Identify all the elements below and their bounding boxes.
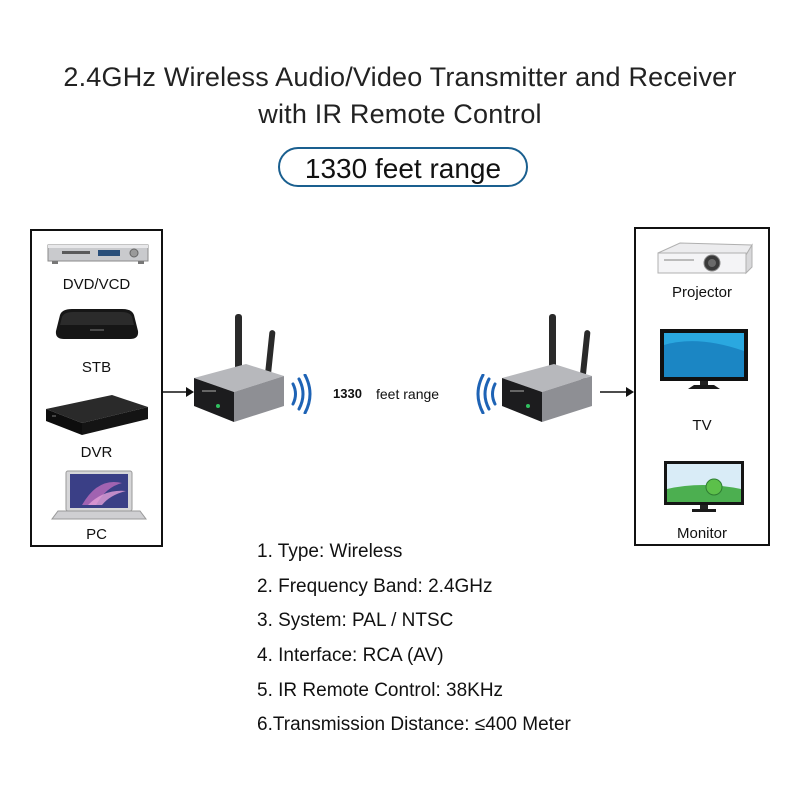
- spec-item: 4. Interface: RCA (AV): [257, 645, 444, 666]
- spec-item: 6.Transmission Distance: ≤400 Meter: [257, 714, 571, 735]
- title-line-1: 2.4GHz Wireless Audio/Video Transmitter …: [63, 62, 737, 92]
- spec-item: 2. Frequency Band: 2.4GHz: [257, 576, 493, 597]
- receiver-device: [502, 314, 592, 422]
- receiver-signal-waves: [476, 374, 497, 414]
- dvd-player-icon: [47, 244, 149, 264]
- transmitter-device: [194, 314, 284, 422]
- source-label-dvd: DVD/VCD: [62, 276, 131, 293]
- dvr-icon: [46, 395, 148, 435]
- output-arrow: [600, 387, 634, 397]
- laptop-icon: [51, 470, 147, 520]
- projector-icon: [657, 242, 753, 275]
- set-top-box-icon: [55, 309, 139, 339]
- range-value: 1330: [333, 386, 362, 401]
- transmitter-signal-waves: [291, 374, 312, 414]
- source-devices-panel: DVD/VCD STB DVR PC: [30, 229, 163, 547]
- input-arrow: [162, 387, 194, 397]
- spec-item: 1. Type: Wireless: [257, 541, 403, 562]
- display-devices-panel: Projector TV Monitor: [634, 227, 770, 546]
- display-label-monitor: Monitor: [676, 525, 728, 542]
- display-label-projector: Projector: [671, 284, 733, 301]
- range-pill: 1330 feet range: [278, 147, 528, 187]
- source-label-dvr: DVR: [80, 444, 113, 461]
- tv-icon: [660, 329, 748, 389]
- title-line-2: with IR Remote Control: [258, 99, 542, 129]
- source-label-pc: PC: [86, 526, 107, 543]
- spec-item: 3. System: PAL / NTSC: [257, 610, 454, 631]
- spec-item: 5. IR Remote Control: 38KHz: [257, 680, 504, 701]
- monitor-icon: [664, 461, 744, 512]
- display-label-tv: TV: [692, 417, 712, 434]
- source-label-stb: STB: [81, 359, 112, 376]
- range-unit: feet range: [376, 386, 440, 402]
